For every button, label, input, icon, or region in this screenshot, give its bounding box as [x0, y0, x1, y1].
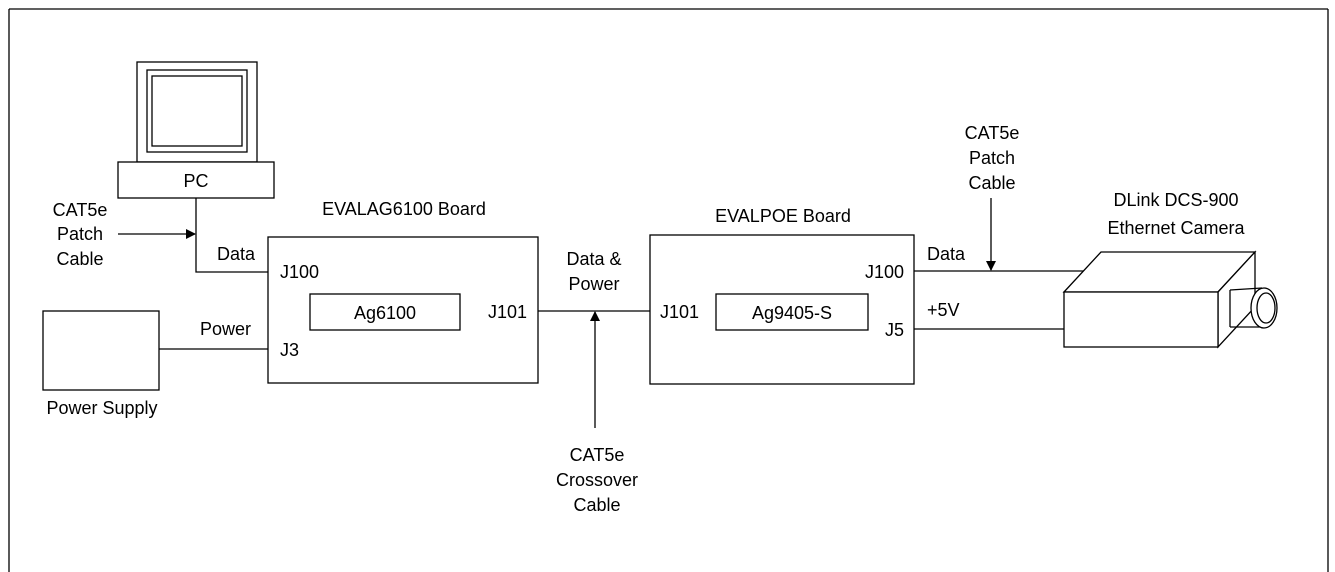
ag6100-chip — [309, 293, 461, 331]
pc-monitor-icon — [136, 61, 258, 163]
evalpoe-j100-label: J100 — [865, 262, 904, 282]
svg-text:CAT5e: CAT5e — [965, 123, 1020, 143]
ethernet-camera: DLink DCS-900 Ethernet Camera — [1062, 190, 1278, 349]
data-power-label: Data & Power — [566, 249, 621, 294]
svg-text:Cable: Cable — [56, 249, 103, 269]
left-data-label: Data — [217, 244, 256, 264]
evalag-board-title: EVALAG6100 Board — [322, 199, 486, 219]
evalpoe-board: EVALPOE Board J101 J100 J5 Ag9405-S — [649, 206, 915, 385]
pc-computer: PC — [117, 61, 275, 199]
evalpoe-board-title: EVALPOE Board — [715, 206, 851, 226]
svg-text:Cable: Cable — [968, 173, 1015, 193]
power-supply-label: Power Supply — [46, 398, 157, 418]
evalpoe-j101-label: J101 — [660, 302, 699, 322]
left-power-label: Power — [200, 319, 251, 339]
evalag6100-board: EVALAG6100 Board J100 J3 J101 Ag6100 — [267, 199, 539, 384]
svg-text:Crossover: Crossover — [556, 470, 638, 490]
camera-label: DLink DCS-900 Ethernet Camera — [1107, 190, 1245, 238]
power-supply: Power Supply — [42, 310, 160, 418]
svg-text:Patch: Patch — [969, 148, 1015, 168]
svg-text:CAT5e: CAT5e — [570, 445, 625, 465]
ag9405-chip-label: Ag9405-S — [752, 303, 832, 323]
svg-text:DLink DCS-900: DLink DCS-900 — [1113, 190, 1238, 210]
svg-text:Power: Power — [568, 274, 619, 294]
right-power-label: +5V — [927, 300, 960, 320]
evalpoe-j5-label: J5 — [885, 320, 904, 340]
ag6100-chip-label: Ag6100 — [354, 303, 416, 323]
svg-text:Data &: Data & — [566, 249, 621, 269]
svg-text:Ethernet Camera: Ethernet Camera — [1107, 218, 1245, 238]
evalag-j101-label: J101 — [488, 302, 527, 322]
frame — [8, 8, 1329, 572]
evalag-j100-label: J100 — [280, 262, 319, 282]
camera-icon — [1062, 250, 1278, 349]
right-data-label: Data — [927, 244, 966, 264]
ag9405-chip — [715, 293, 869, 331]
cat5e-left-label: CAT5e Patch Cable — [53, 200, 108, 269]
crossover-cable-label: CAT5e Crossover Cable — [556, 445, 638, 515]
evalag-j3-label: J3 — [280, 340, 299, 360]
pc-data-line — [195, 198, 268, 273]
cat5e-right-label: CAT5e Patch Cable — [965, 123, 1020, 193]
pc-base — [117, 161, 275, 199]
pc-label: PC — [183, 171, 208, 191]
svg-text:Patch: Patch — [57, 224, 103, 244]
svg-text:CAT5e: CAT5e — [53, 200, 108, 220]
svg-text:Cable: Cable — [573, 495, 620, 515]
